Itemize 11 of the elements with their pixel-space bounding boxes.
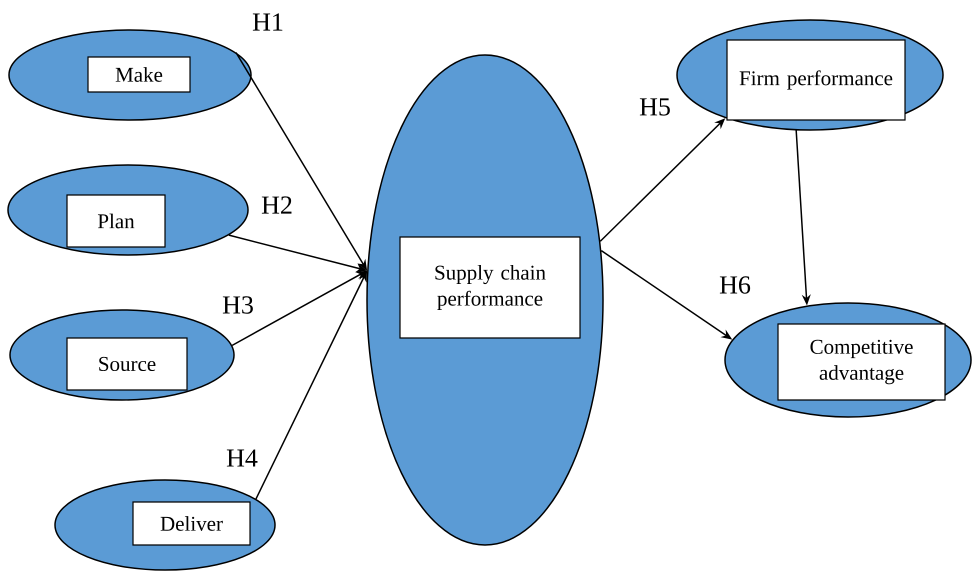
ellipse-node: Firm performance: [676, 19, 944, 131]
edge-label: H4: [226, 449, 258, 467]
ellipse-node: Deliver: [54, 479, 276, 571]
edge-label: H2: [262, 196, 292, 214]
ellipse-node: Plan: [7, 164, 249, 256]
ellipse-node: Supply chain performance: [366, 54, 604, 546]
edge-label: H5: [640, 98, 670, 116]
edge-label: H1: [252, 13, 282, 31]
ellipse-node: Competitive advantage: [724, 302, 972, 418]
edge-label: H6: [720, 276, 750, 294]
ellipse-node: Make: [8, 29, 252, 121]
